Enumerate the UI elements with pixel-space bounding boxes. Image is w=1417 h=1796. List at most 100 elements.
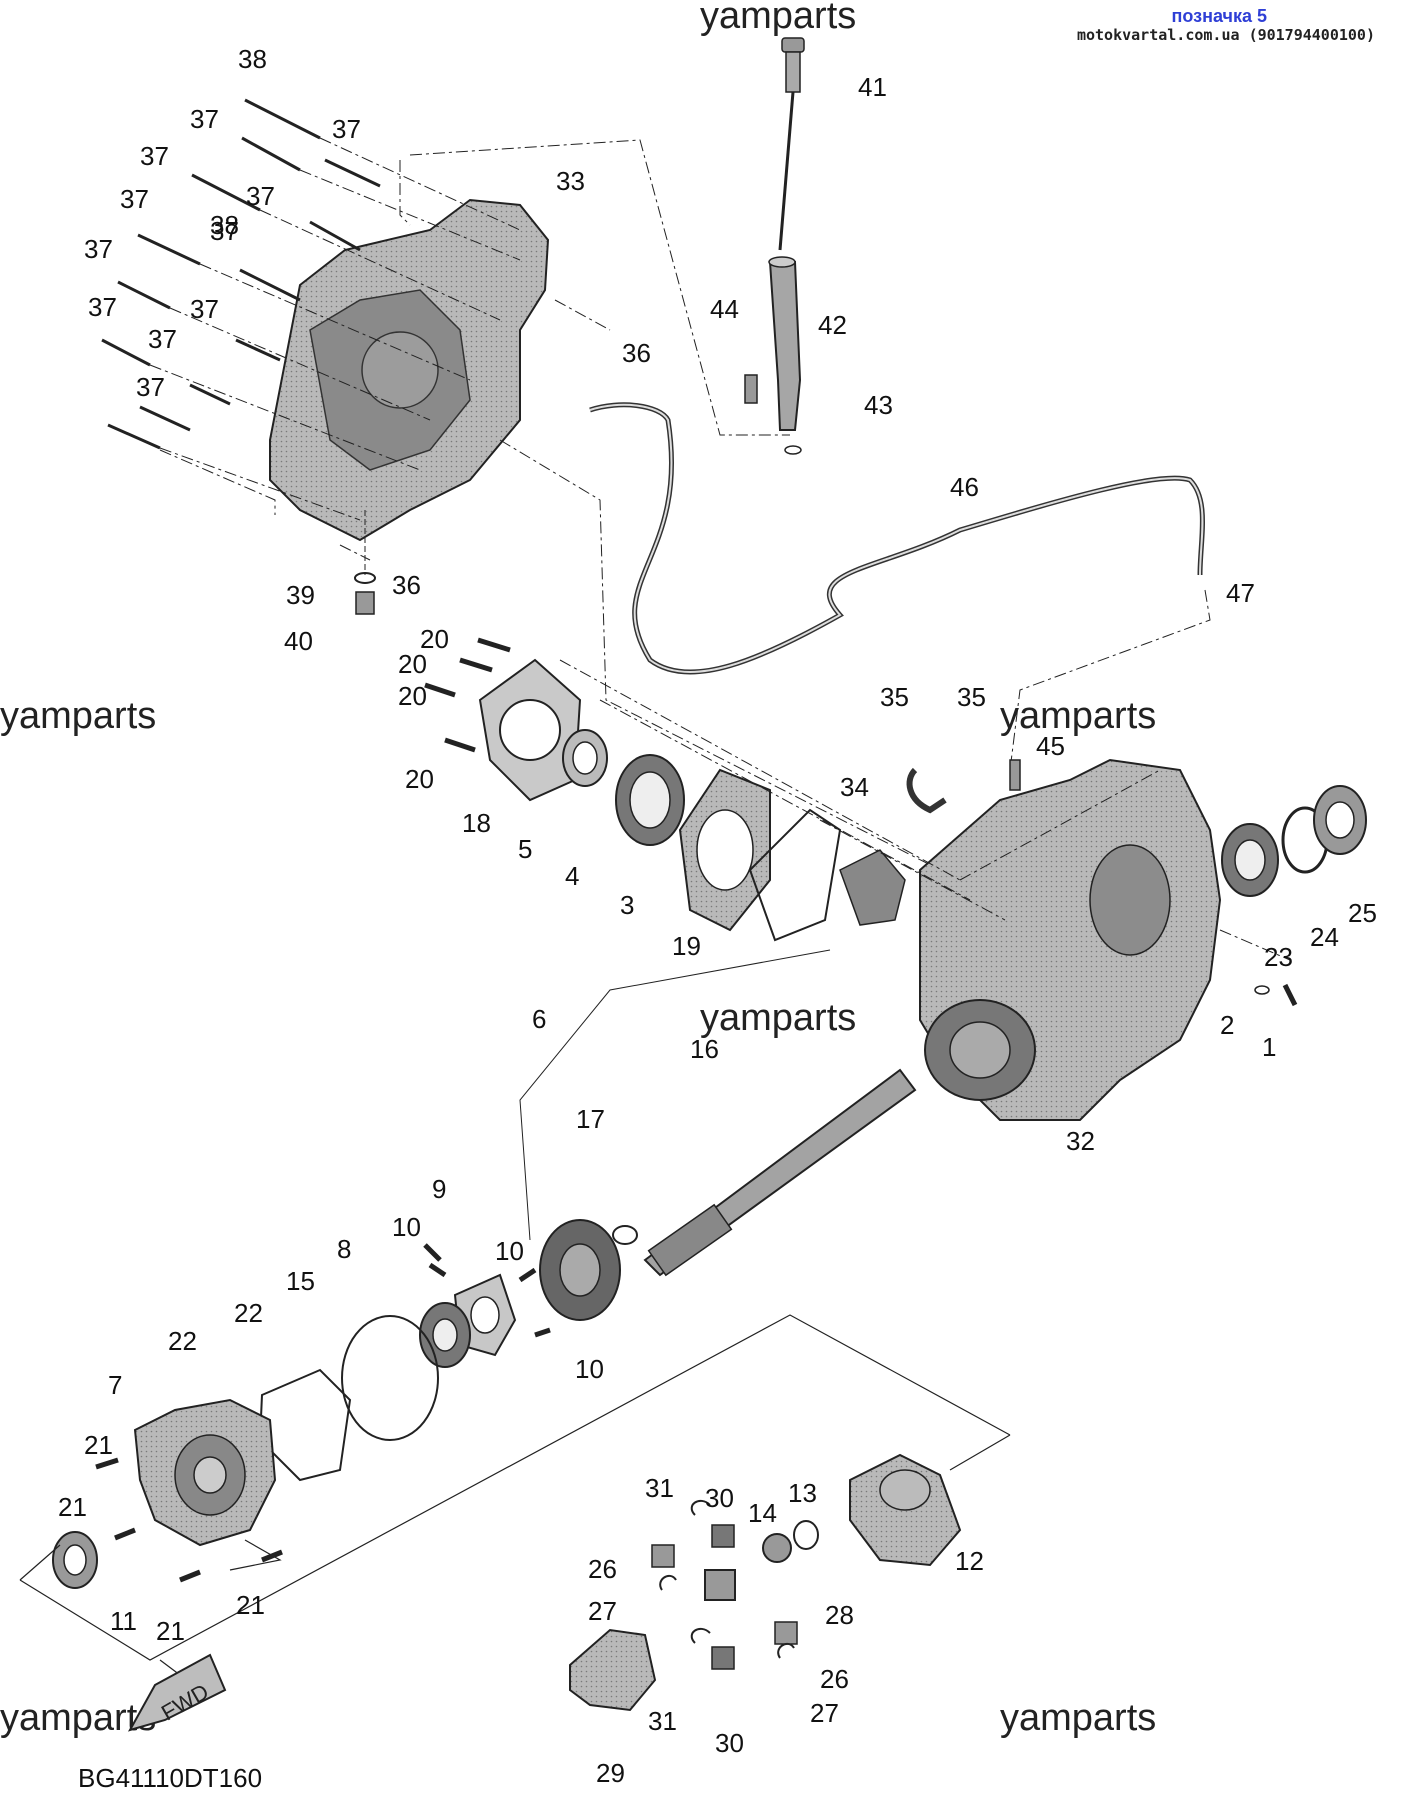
part-39-40-drain (354, 510, 376, 615)
callout-1: 1 (1262, 1032, 1276, 1062)
callout-32: 32 (1066, 1126, 1095, 1156)
callout-34: 34 (840, 772, 869, 802)
part-12-yoke (849, 1453, 962, 1567)
part-33-case-cover (269, 198, 550, 542)
callout-36: 36 (622, 338, 651, 368)
part-26-cap-right (774, 1621, 798, 1645)
part-46-breather-hose (589, 402, 1205, 675)
part-6-ring-gear (539, 1219, 621, 1321)
callout-22: 22 (168, 1326, 197, 1356)
watermark-middle: yamparts (700, 997, 856, 1039)
callout-7: 7 (108, 1370, 122, 1400)
header-phone: (901794400100) (1248, 26, 1375, 44)
callout-42: 42 (818, 310, 847, 340)
callout-27: 27 (588, 1596, 617, 1626)
callout-21: 21 (58, 1492, 87, 1522)
part-19-gasket (748, 808, 842, 942)
part-34-clamp (906, 767, 947, 814)
callout-28: 28 (825, 1600, 854, 1630)
part-11-seal (52, 1531, 98, 1589)
hose-leader-lines (1009, 589, 1211, 771)
part-2-washer (1254, 985, 1270, 995)
callout-13: 13 (788, 1478, 817, 1508)
watermark-left: yamparts (0, 695, 156, 737)
part-43-oring (784, 445, 802, 455)
callout-24: 24 (1310, 922, 1339, 952)
part-10-bolts (423, 1243, 551, 1338)
callout-29: 29 (596, 1758, 625, 1788)
callout-36: 36 (392, 570, 421, 600)
header-title: позначка 5 (1171, 6, 1268, 26)
callout-11: 11 (110, 1606, 137, 1636)
callout-14: 14 (748, 1498, 777, 1528)
callout-38: 38 (210, 210, 239, 240)
callout-10: 10 (575, 1354, 604, 1384)
callout-19: 19 (672, 931, 701, 961)
callout-37: 37 (136, 372, 165, 402)
callout-22: 22 (234, 1298, 263, 1328)
callout-10: 10 (392, 1212, 421, 1242)
part-28-spider (704, 1569, 736, 1601)
callout-37: 37 (190, 104, 219, 134)
callout-21: 21 (156, 1616, 185, 1646)
callout-20: 20 (420, 624, 449, 654)
callout-35: 35 (957, 682, 986, 712)
callout-40: 40 (284, 626, 313, 656)
callout-3: 3 (620, 890, 634, 920)
callout-38: 38 (238, 44, 267, 74)
callout-21: 21 (84, 1430, 113, 1460)
part-31-clip-bottom (690, 1627, 711, 1644)
part-3-housing (678, 768, 771, 932)
part-45-fitting (1009, 759, 1021, 791)
callout-27: 27 (810, 1698, 839, 1728)
part-41-dipstick (778, 37, 805, 251)
callout-47: 47 (1226, 578, 1255, 608)
callout-43: 43 (864, 390, 893, 420)
part-25-seal (1313, 785, 1367, 855)
callout-45: 45 (1036, 731, 1065, 761)
part-14-nut (762, 1533, 792, 1563)
callout-17: 17 (576, 1104, 605, 1134)
callout-30: 30 (705, 1483, 734, 1513)
part-27-clip-left (659, 1574, 677, 1591)
callout-46: 46 (950, 472, 979, 502)
callout-2: 2 (1220, 1010, 1234, 1040)
callout-15: 15 (286, 1266, 315, 1296)
callout-12: 12 (955, 1546, 984, 1576)
callout-37: 37 (120, 184, 149, 214)
part-8-bearing (419, 1302, 471, 1368)
part-44-bolt (744, 374, 758, 404)
callout-37: 37 (88, 292, 117, 322)
callout-37: 37 (148, 324, 177, 354)
watermark-bottom-right: yamparts (1000, 1697, 1156, 1739)
callout-31: 31 (645, 1473, 674, 1503)
callout-4: 4 (565, 861, 579, 891)
cover-leader-lines (149, 137, 961, 881)
part-16-shaft (643, 1068, 917, 1277)
callout-35: 35 (880, 682, 909, 712)
callout-23: 23 (1264, 942, 1293, 972)
part-17-oring (612, 1225, 638, 1245)
callout-5: 5 (518, 834, 532, 864)
watermark-bottom-left: yamparts (0, 1697, 156, 1739)
watermark-right: yamparts (1000, 695, 1156, 737)
cover-bolts (101, 98, 381, 450)
part-26-cap-left (651, 1544, 675, 1568)
callout-8: 8 (337, 1234, 351, 1264)
part-23-bearing (1221, 823, 1279, 897)
callout-37: 37 (210, 216, 239, 246)
part-27-clip-right (777, 1642, 795, 1659)
part-42-dipstick-tube (768, 256, 802, 431)
callout-18: 18 (462, 808, 491, 838)
callout-10: 10 (495, 1236, 524, 1266)
callout-44: 44 (710, 294, 739, 324)
callout-39: 39 (286, 580, 315, 610)
callout-41: 41 (858, 72, 887, 102)
callout-37: 37 (246, 181, 275, 211)
callout-37: 37 (190, 294, 219, 324)
callout-16: 16 (690, 1034, 719, 1064)
callout-37: 37 (332, 114, 361, 144)
callout-31: 31 (648, 1706, 677, 1736)
part-15-oring (341, 1315, 439, 1441)
